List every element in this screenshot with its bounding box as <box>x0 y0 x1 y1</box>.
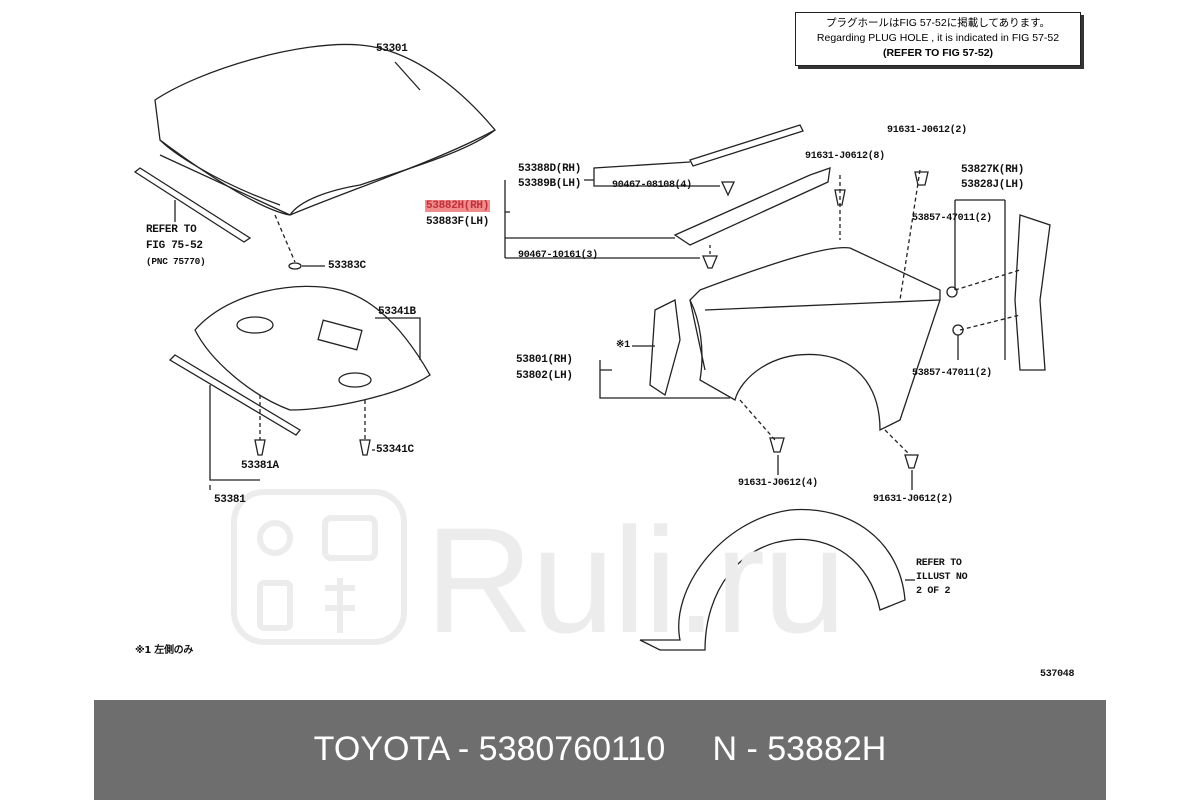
part-label-insulator[interactable]: 53341B <box>378 306 416 318</box>
plug-hole-note: プラグホールはFIG 57-52に掲載してあります。 Regarding PLU… <box>795 12 1081 66</box>
upper-seal-drawing <box>689 124 804 167</box>
part-label-bolt-2-top[interactable]: 91631-J0612(2) <box>887 125 967 136</box>
refer-label: FIG 75-52 <box>146 240 203 252</box>
part-label-seal-clip[interactable]: 53381A <box>241 460 279 472</box>
part-label-seal[interactable]: 53381 <box>214 494 246 506</box>
part-label-clip-47011-b[interactable]: 53857-47011(2) <box>912 368 992 379</box>
part-label-seal-lh[interactable]: 53389B(LH) <box>518 178 582 190</box>
part-label-bracket-rh[interactable]: 53801(RH) <box>516 354 573 366</box>
refer-label: REFER TO <box>916 558 962 569</box>
bracket-drawing <box>649 299 681 397</box>
part-label-hood[interactable]: 53301 <box>376 43 408 55</box>
selected-part-drawing <box>673 167 831 246</box>
hood-drawing <box>154 43 497 216</box>
part-label-clip-08108[interactable]: 90467-08108(4) <box>612 180 692 191</box>
part-number-text: TOYOTA - 5380760110 N - 53882H <box>313 730 887 768</box>
part-label-bracket-lh[interactable]: 53802(LH) <box>516 370 573 382</box>
part-label-seal-rh[interactable]: 53388D(RH) <box>518 163 582 175</box>
note-line-en: Regarding PLUG HOLE , it is indicated in… <box>816 32 1060 44</box>
fender-drawing <box>689 246 941 432</box>
part-label-bolt-2-bottom[interactable]: 91631-J0612(2) <box>873 494 953 505</box>
wheel-liner-drawing <box>639 508 906 651</box>
diagram-drawing <box>133 43 1051 651</box>
part-label-selected-rh[interactable]: 53882H(RH) <box>425 200 491 212</box>
note-line-jp: プラグホールはFIG 57-52に掲載してあります。 <box>825 17 1051 29</box>
parts-diagram: Ruli.ru プラグホールはFIG 57-52に掲載してあります。 Regar… <box>133 12 1081 680</box>
refer-label: 2 OF 2 <box>916 586 951 597</box>
figure-number: 537048 <box>1040 669 1075 680</box>
part-label-clip-10161[interactable]: 90467-10161(3) <box>518 250 598 261</box>
note-line-ref: (REFER TO FIG 57-52) <box>882 47 994 59</box>
hood-insulator-drawing <box>194 285 431 411</box>
liner-drawing <box>1014 214 1051 371</box>
part-label-selected-lh[interactable]: 53883F(LH) <box>426 216 490 228</box>
note-mark: ※1 <box>616 340 630 351</box>
refer-label: (PNC 75770) <box>146 256 206 267</box>
part-label-liner-rh[interactable]: 53827K(RH) <box>961 164 1025 176</box>
footnote: ※1 左側のみ <box>135 645 194 656</box>
part-number-banner: TOYOTA - 5380760110 N - 53882H <box>94 700 1106 800</box>
part-label-bolt-4[interactable]: 91631-J0612(4) <box>738 478 818 489</box>
part-label-liner-lh[interactable]: 53828J(LH) <box>961 179 1025 191</box>
refer-label: REFER TO <box>146 224 197 236</box>
part-label-bolt-8[interactable]: 91631-J0612(8) <box>805 151 885 162</box>
part-label-insulator-clip[interactable]: 53341C <box>376 444 414 456</box>
part-label-clip-47011-a[interactable]: 53857-47011(2) <box>912 213 992 224</box>
seal-drawing <box>133 167 252 243</box>
insulator-seal-drawing <box>168 354 301 436</box>
refer-label: ILLUST NO <box>916 572 968 583</box>
part-label-plug[interactable]: 53383C <box>328 260 366 272</box>
